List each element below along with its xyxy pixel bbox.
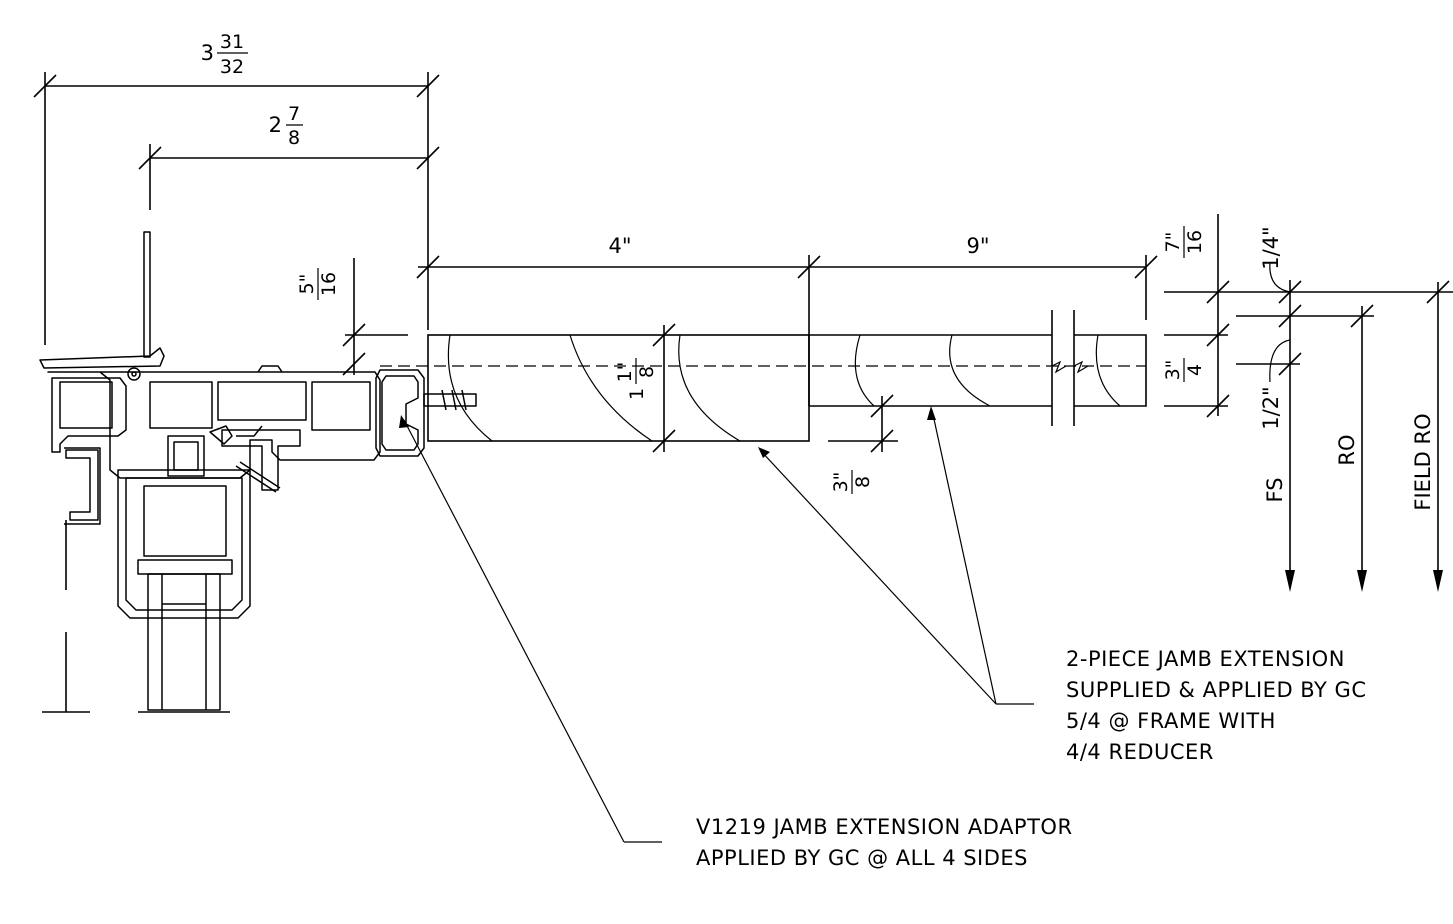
- piece1-thickness-dimension: 1 1" 8: [614, 323, 676, 453]
- reference-lines: FS RO FIELD RO: [1263, 280, 1443, 592]
- adaptor-callout: V1219 JAMB EXTENSION ADAPTOR APPLIED BY …: [399, 415, 1073, 870]
- piece2-length-label: 9": [966, 234, 989, 258]
- adaptor-note-line-2: APPLIED BY GC @ ALL 4 SIDES: [696, 846, 1028, 870]
- frame-depth-dimension: 2 7 8: [138, 103, 440, 210]
- three-quarter-denominator: 4: [1184, 364, 1206, 376]
- top-offset-dimension: 5" 16: [296, 258, 408, 376]
- piece1-length-label: 4": [608, 234, 631, 258]
- piece1-thickness-denominator: 8: [636, 366, 658, 378]
- quarter-inch-label: 1/4": [1259, 226, 1283, 269]
- right-offset-denominator: 16: [1184, 230, 1206, 254]
- overall-width-numerator: 31: [220, 31, 244, 53]
- extension-length-dimensions: 4" 9": [416, 234, 1158, 335]
- frame-depth-numerator: 7: [288, 103, 300, 125]
- ro-label: RO: [1335, 434, 1359, 465]
- overall-width-whole: 3: [201, 41, 214, 65]
- jamb-extension-piece-1: [427, 334, 810, 442]
- half-inch-label: 1/2": [1259, 386, 1283, 429]
- right-offset-numerator: 7": [1162, 232, 1184, 253]
- jamb-note-line-4: 4/4 REDUCER: [1066, 740, 1214, 764]
- frame-depth-denominator: 8: [288, 127, 300, 149]
- overall-width-dimension: 3 31 32: [33, 31, 440, 345]
- right-offset-dimensions: 7" 16 3" 4 1/4" 1/2": [1162, 214, 1453, 430]
- reducer-step-denominator: 8: [852, 476, 874, 488]
- piece1-thickness-whole: 1: [626, 388, 648, 400]
- jamb-note-line-1: 2-PIECE JAMB EXTENSION: [1066, 647, 1345, 671]
- jamb-note-line-2: SUPPLIED & APPLIED BY GC: [1066, 678, 1366, 702]
- overall-width-denominator: 32: [220, 56, 244, 78]
- reducer-step-numerator: 3": [830, 472, 852, 493]
- piece1-thickness-numerator: 1": [614, 362, 636, 383]
- three-quarter-numerator: 3": [1162, 360, 1184, 381]
- jamb-note-line-3: 5/4 @ FRAME WITH: [1066, 709, 1276, 733]
- adaptor-note-line-1: V1219 JAMB EXTENSION ADAPTOR: [696, 815, 1073, 839]
- window-frame-profile: [39, 231, 477, 713]
- field-ro-label: FIELD RO: [1411, 413, 1435, 510]
- jamb-extension-callout: 2-PIECE JAMB EXTENSION SUPPLIED & APPLIE…: [758, 406, 1366, 764]
- frame-depth-whole: 2: [269, 113, 282, 137]
- fs-label: FS: [1263, 477, 1287, 502]
- top-offset-denominator: 16: [318, 272, 340, 296]
- jamb-extension-piece-2: [808, 310, 1147, 426]
- reducer-step-dimension: 3" 8: [828, 394, 898, 494]
- top-offset-numerator: 5": [296, 274, 318, 295]
